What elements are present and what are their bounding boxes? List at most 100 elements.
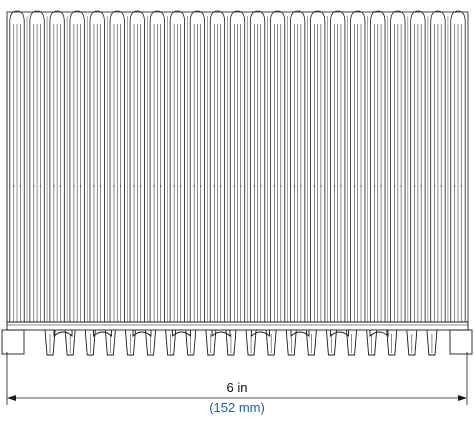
fin [390,10,406,322]
centerline-dot [340,185,342,187]
dimension-inches: 6 in [227,380,248,395]
fin [430,10,446,322]
fin [330,10,346,322]
clip-housing [369,330,389,338]
mounting-tooth [185,329,197,356]
centerline-dot [159,185,162,187]
fin [189,10,206,322]
centerline-dot [180,185,182,187]
right-arrowhead [458,395,467,401]
centerline-dot [333,185,336,187]
mounting-tooth [165,329,177,356]
fin [149,10,165,322]
centerline-dot [300,185,302,187]
fin [450,10,466,322]
fin [169,10,185,322]
fin [69,10,85,322]
centerline-dot [460,185,462,187]
centerline-dot [193,185,195,187]
width-dimension: 6 in (152 mm) [6,352,468,415]
fin [49,10,65,322]
centerline-dot [400,185,402,187]
fin [229,10,246,322]
centerline-dot [220,185,222,187]
centerline-dot [73,185,75,187]
fin [29,10,45,322]
clip-housing [251,330,270,338]
fin [370,10,386,322]
centerline-dot [39,185,41,187]
mounting-tooth [145,329,157,356]
centerline-dot [380,185,382,187]
centerline-dot [280,185,282,187]
fin [129,10,145,322]
centerline-dot [13,185,15,187]
centerline-dot [19,185,21,187]
centerline-dot [414,185,416,187]
fin [9,10,25,322]
centerline-dot [360,185,362,187]
clip-housing [290,330,310,338]
centerline-dot [434,185,436,187]
centerline-dot [394,185,396,187]
fin [410,10,426,322]
centerline-dot [173,185,175,187]
mounting-tooth [104,329,116,356]
centerline-dot [353,185,356,187]
fin [269,10,286,322]
centerline-dot [99,185,102,187]
mounting-tooth [366,329,378,356]
clip-housing [132,330,152,338]
clip-housing [330,330,349,338]
mounting-tooth [346,329,358,356]
mounting-tooth [426,329,438,356]
centerline-dot [33,185,35,187]
fin [89,10,105,322]
centerline-dot [53,185,55,187]
centerline-dot [373,185,376,187]
mounting-tooth [305,329,317,356]
base-plate [6,321,469,331]
mounting-teeth [44,329,438,356]
centerline-dot [260,185,262,187]
centerline-dot [454,185,456,187]
centerline-dot [119,185,122,187]
mounting-tooth [285,329,297,356]
left-side-block [1,329,25,355]
centerline-dot [440,185,442,187]
centerline-dot [420,185,422,187]
mounting-tooth [124,329,136,356]
centerline-dot [113,185,115,187]
fin [109,10,125,322]
right-side-block [449,329,473,355]
centerline-dot [79,185,81,187]
clip-housing [172,330,191,338]
heatsink-fins [6,10,469,323]
centerline-dot [320,185,322,187]
centerline-dot [213,185,215,187]
mounting-tooth [386,329,398,356]
fin [209,10,226,322]
mounting-tooth [245,329,257,356]
mounting-tooth [325,329,337,356]
centerline-dot [133,185,135,187]
clip-housing [93,330,112,338]
centerline-dot [240,185,242,187]
fin [310,10,326,322]
clip-housing [53,330,73,338]
fin [249,10,266,322]
left-arrowhead [7,395,16,401]
centerline-dot [200,185,202,187]
centerline-dot [293,185,295,187]
centerline-dot [153,185,155,187]
fin [290,10,306,322]
centerline-dot [59,185,61,187]
centerline-dot [313,185,316,187]
mounting-tooth [64,329,76,356]
mounting-tooth [205,329,217,356]
centerline-dot [139,185,142,187]
mounting-tooth [406,329,418,356]
dimension-millimeters: (152 mm) [209,400,265,415]
centerline-dot [253,185,255,187]
